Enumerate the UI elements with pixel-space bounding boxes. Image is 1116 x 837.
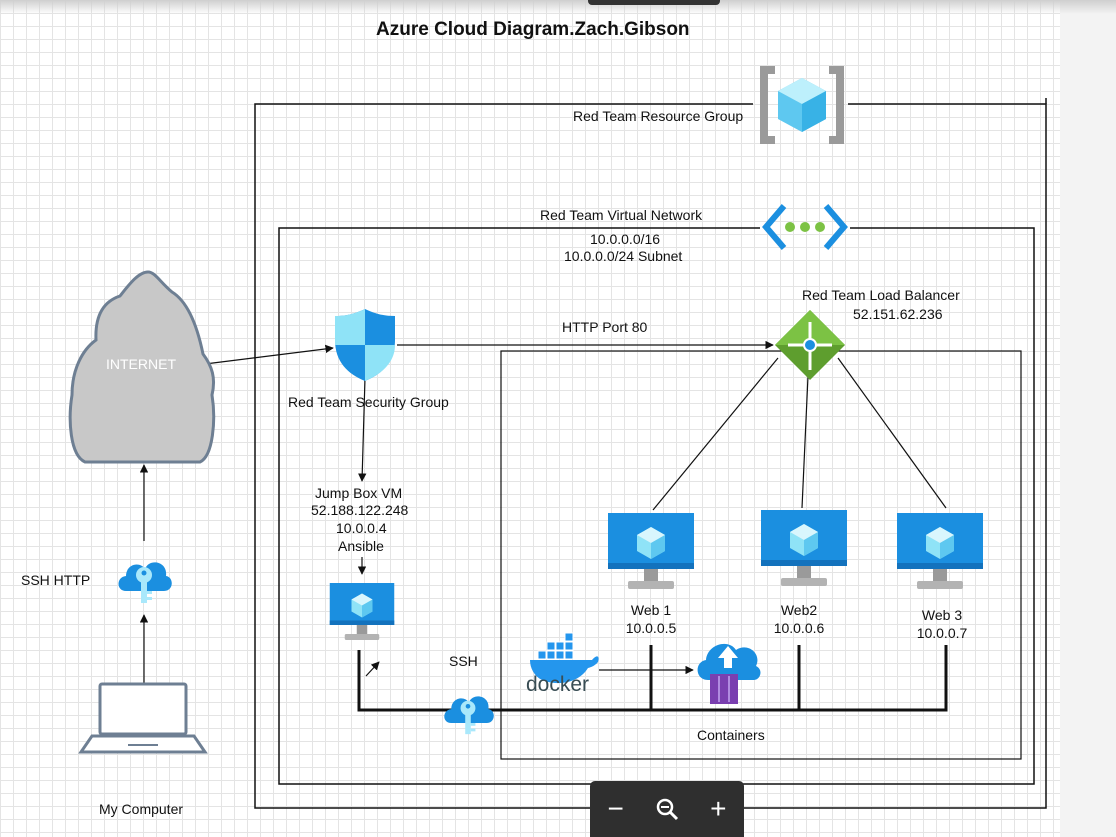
http-port-label: HTTP Port 80: [562, 319, 648, 335]
zoom-out-button[interactable]: −: [607, 793, 624, 824]
resource-group-icon: [760, 66, 844, 144]
subnet-label: 10.0.0.0/24 Subnet: [564, 248, 683, 264]
ssh-label: SSH: [449, 653, 478, 669]
load-balancer-label: Red Team Load Balancer: [802, 287, 960, 303]
jumpbox-tool: Ansible: [338, 538, 384, 554]
jumpbox-name: Jump Box VM: [315, 485, 403, 501]
web3-name: Web 3: [921, 607, 963, 623]
docker-wordmark: docker: [526, 673, 590, 696]
ssh-http-key-icon: [118, 562, 172, 603]
zoom-reset-button[interactable]: [647, 789, 687, 829]
web3-ip: 10.0.0.7: [916, 625, 968, 641]
jumpbox-vm-icon: [329, 583, 395, 640]
vnet-cidr-label: 10.0.0.0/16: [590, 231, 661, 247]
zoom-toolbar: − +: [590, 781, 744, 837]
web2-name: Web2: [780, 602, 818, 618]
load-balancer-ip: 52.151.62.236: [853, 306, 943, 322]
my-computer-label: My Computer: [99, 801, 184, 817]
resource-group-label: Red Team Resource Group: [573, 108, 744, 124]
virtual-network-label: Red Team Virtual Network: [540, 207, 703, 223]
ssh-http-label: SSH HTTP: [21, 572, 91, 588]
containers-label: Containers: [697, 727, 765, 743]
web1-vm-icon: [608, 513, 694, 589]
magnifier-icon: [656, 798, 679, 821]
security-group-label: Red Team Security Group: [288, 394, 449, 410]
diagram-svg: [68, 66, 1047, 809]
top-handle: [588, 0, 720, 5]
laptop-icon: [78, 682, 208, 754]
container-registry-icon: [697, 643, 761, 704]
virtual-network-icon: [762, 204, 848, 250]
internet-label: INTERNET: [106, 356, 176, 372]
ssh-key-icon: [444, 696, 494, 735]
diagram-title: Azure Cloud Diagram.Zach.Gibson: [376, 19, 690, 40]
web2-vm-icon: [761, 510, 847, 586]
jumpbox-public-ip: 52.188.122.248: [311, 502, 409, 518]
web1-ip: 10.0.0.5: [625, 620, 677, 636]
internet-cloud: [68, 270, 216, 464]
side-panel: [1060, 0, 1116, 837]
web3-vm-icon: [897, 513, 983, 589]
load-balancer-diamond: [775, 310, 845, 380]
zoom-in-button[interactable]: +: [710, 793, 727, 824]
jumpbox-private-ip: 10.0.0.4: [336, 520, 387, 536]
top-shadow: [0, 0, 1116, 14]
web2-ip: 10.0.0.6: [773, 620, 825, 636]
web1-name: Web 1: [630, 602, 672, 618]
docker-icon: [530, 632, 599, 684]
security-group-shield: [335, 309, 395, 381]
subnet-box: [500, 350, 1022, 760]
